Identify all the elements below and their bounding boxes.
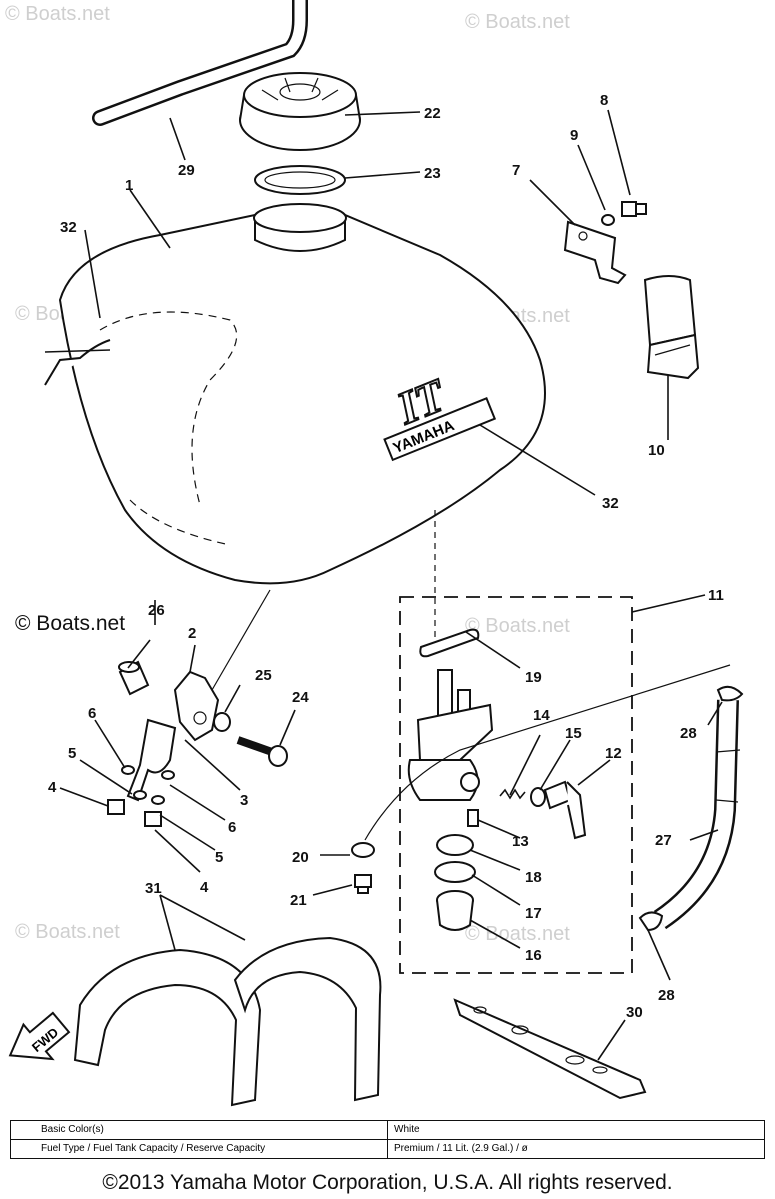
- callout-label: 25: [255, 667, 272, 684]
- callout-label: 5: [68, 745, 76, 762]
- sediment-cup: [436, 890, 474, 931]
- o-ring-large: [434, 861, 476, 883]
- watermark: © Boats.net: [5, 3, 110, 25]
- callout-label: 16: [525, 947, 542, 964]
- watermark-emphasized: © Boats.net: [15, 612, 125, 635]
- damper-plate: [453, 998, 647, 1100]
- screw: [467, 809, 479, 827]
- bolt: [621, 201, 647, 217]
- callout-label: 13: [512, 833, 529, 850]
- bolt: [144, 811, 162, 827]
- copyright-notice: ©2013 Yamaha Motor Corporation, U.S.A. A…: [102, 1171, 673, 1194]
- callout-label: 11: [708, 587, 724, 604]
- washer: [133, 790, 147, 800]
- callout-label: 10: [648, 442, 665, 459]
- callout-label: 9: [570, 127, 578, 144]
- washer: [161, 770, 175, 780]
- cap-gasket: [254, 165, 346, 195]
- callout-label: 32: [60, 219, 77, 236]
- callout-label: 5: [215, 849, 223, 866]
- fuel-cock-lever: [543, 780, 587, 840]
- bolt: [236, 736, 288, 767]
- callout-label: 3: [240, 792, 248, 809]
- cup-gasket: [436, 834, 474, 856]
- callout-label: 27: [655, 832, 672, 849]
- spec-value: Premium / 11 Lit. (2.9 Gal.) / ø: [387, 1139, 765, 1159]
- damper-rubber: [643, 275, 700, 380]
- callout-label: 20: [292, 849, 309, 866]
- fuel-hose: [653, 699, 741, 930]
- callout-label: 24: [292, 689, 309, 706]
- bolt: [107, 799, 125, 815]
- breather-hose: [92, 0, 308, 126]
- hose-clip: [638, 911, 664, 932]
- spec-table: Basic Color(s) White Fuel Type / Fuel Ta…: [10, 1120, 765, 1159]
- callout-label: 28: [658, 987, 675, 1004]
- callout-label: 21: [290, 892, 307, 909]
- watermark: © Boats.net: [465, 615, 570, 637]
- fwd-arrow-icon: FWD: [8, 1011, 71, 1061]
- fuel-cock-assembly-box: [399, 596, 633, 974]
- washer: [151, 795, 165, 805]
- callout-labels: 1 2 3 4 4 5 5 6 6 7 8 9 10 11 12 13 14 1…: [48, 92, 724, 1021]
- callout-label: 23: [424, 165, 441, 182]
- callout-label: 30: [626, 1004, 643, 1021]
- washer: [213, 712, 231, 732]
- spec-value: White: [387, 1120, 765, 1140]
- callout-label: 4: [48, 779, 57, 796]
- parts-diagram: © Boats.net © Boats.net © Boats.net © Bo…: [5, 0, 744, 1107]
- callout-label: 17: [525, 905, 542, 922]
- fuel-tank: YAMAHA IT: [58, 203, 546, 585]
- watermark: © Boats.net: [465, 11, 570, 33]
- o-ring: [530, 787, 546, 807]
- callout-label: 29: [178, 162, 195, 179]
- callout-label: 1: [125, 177, 133, 194]
- callout-label: 2: [188, 625, 196, 642]
- watermark: © Boats.net: [15, 921, 120, 943]
- callout-label: 19: [525, 669, 542, 686]
- callout-label: 22: [424, 105, 441, 122]
- callout-label: 31: [145, 880, 162, 897]
- callout-label: 18: [525, 869, 542, 886]
- hose-clip: [716, 685, 744, 702]
- callout-label: 7: [512, 162, 520, 179]
- callout-label: 15: [565, 725, 582, 742]
- callout-label: 8: [600, 92, 608, 109]
- washer: [351, 842, 375, 858]
- stay: [126, 718, 177, 802]
- bolt: [354, 874, 372, 894]
- callout-label: 14: [533, 707, 550, 724]
- fuel-cock: [407, 669, 494, 801]
- spec-label: Basic Color(s): [10, 1120, 388, 1140]
- spec-label: Fuel Type / Fuel Tank Capacity / Reserve…: [10, 1139, 388, 1159]
- callout-label: 28: [680, 725, 697, 742]
- callout-label: 6: [228, 819, 236, 836]
- callout-label: 4: [200, 879, 209, 896]
- spring: [499, 788, 526, 800]
- heat-shield: [73, 936, 382, 1107]
- washer: [601, 214, 615, 226]
- bracket: [563, 220, 627, 285]
- collar: [118, 660, 150, 696]
- filter-gasket: [419, 628, 480, 658]
- table-row: Basic Color(s) White: [10, 1120, 765, 1140]
- leader-lines: [44, 109, 731, 1061]
- callout-label: 26: [148, 602, 165, 619]
- tank-bracket: [173, 670, 220, 742]
- watermark: © Boats.net: [465, 923, 570, 945]
- callout-label: 12: [605, 745, 622, 762]
- table-row: Fuel Type / Fuel Tank Capacity / Reserve…: [10, 1139, 765, 1159]
- fuel-cap: [239, 72, 361, 151]
- callout-label: 32: [602, 495, 619, 512]
- callout-label: 6: [88, 705, 96, 722]
